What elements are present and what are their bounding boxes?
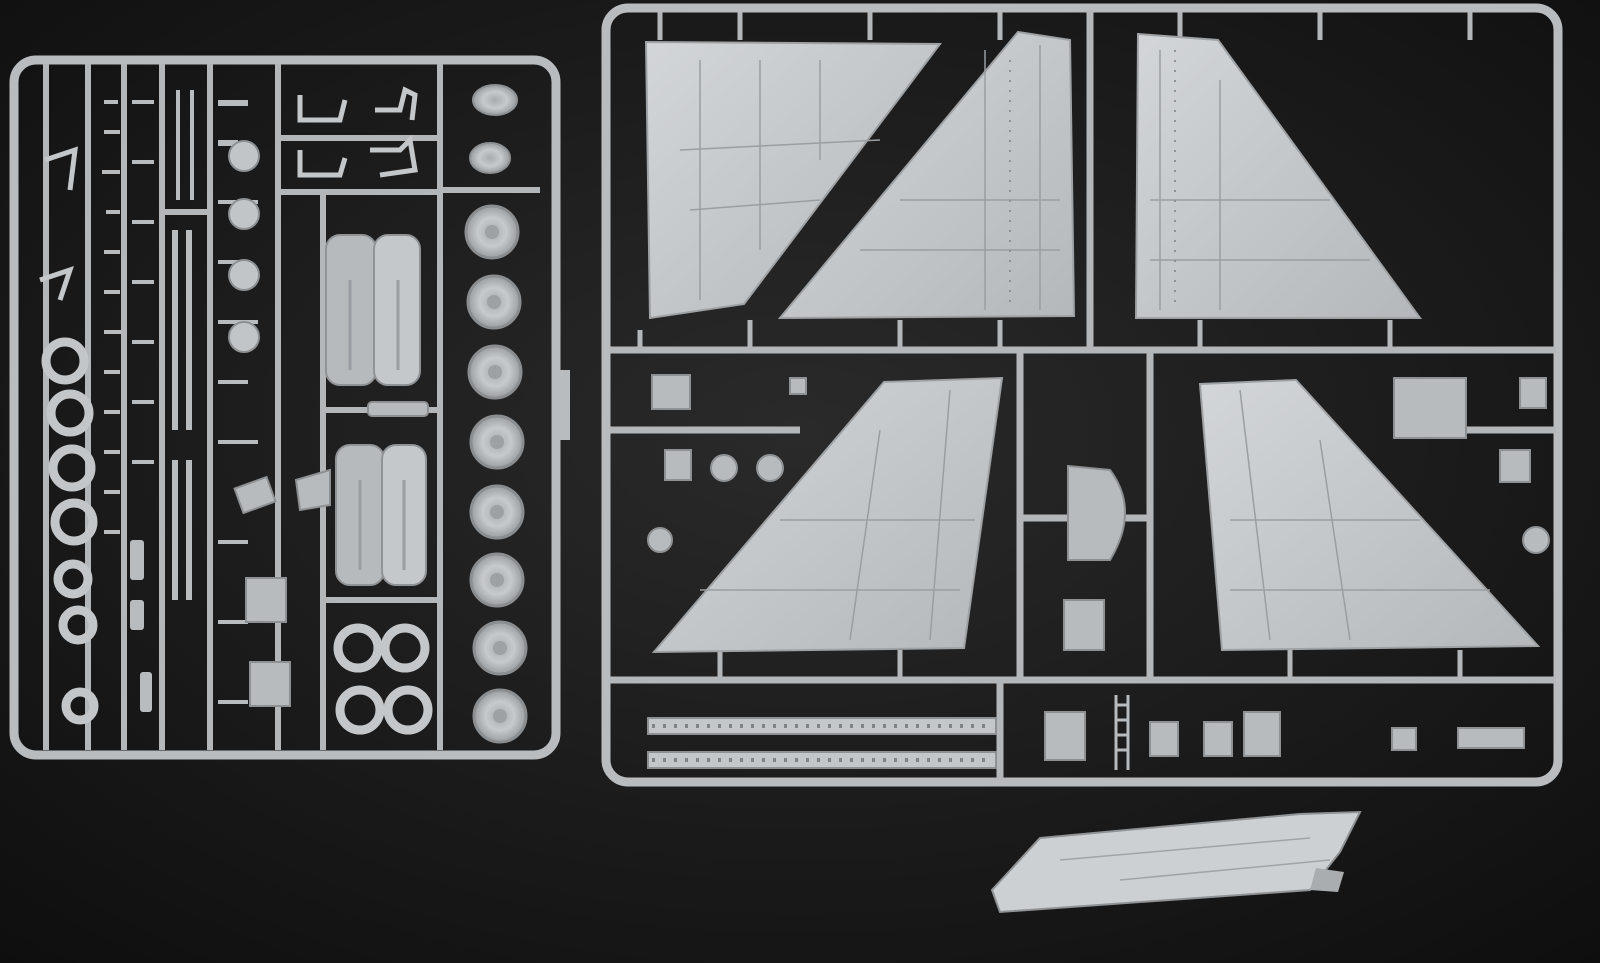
rivet-lines [1009, 50, 1176, 310]
left-turbine-discs [228, 140, 260, 353]
left-exhaust-rings [41, 337, 99, 725]
right-sprue-frame [601, 3, 1563, 787]
right-gates [637, 12, 1473, 680]
left-sprue [9, 55, 570, 760]
right-bottom-strips [647, 717, 997, 769]
panel-top-mid [777, 30, 1076, 320]
left-top-brackets [39, 86, 418, 301]
left-nozzle-pairs [333, 623, 433, 735]
panel-top-left [644, 40, 942, 320]
right-large-panels [644, 30, 1541, 654]
panel-mid-left [651, 376, 1004, 654]
panel-mid-right [1198, 378, 1541, 652]
panel-lines [679, 45, 1490, 641]
panel-top-right [1134, 32, 1422, 319]
right-small-parts [647, 374, 1550, 761]
loose-wing-part [990, 810, 1362, 914]
left-pods [469, 84, 518, 174]
instrument-panel [1067, 464, 1126, 561]
left-small-parts [102, 90, 258, 712]
right-runners [610, 10, 1556, 780]
right-sprue [601, 3, 1563, 787]
left-intake-ducts [325, 234, 427, 586]
left-small-blocks [233, 401, 429, 707]
ladder [1114, 695, 1130, 770]
left-sprue-tab [552, 370, 570, 440]
left-wheels [464, 204, 528, 744]
